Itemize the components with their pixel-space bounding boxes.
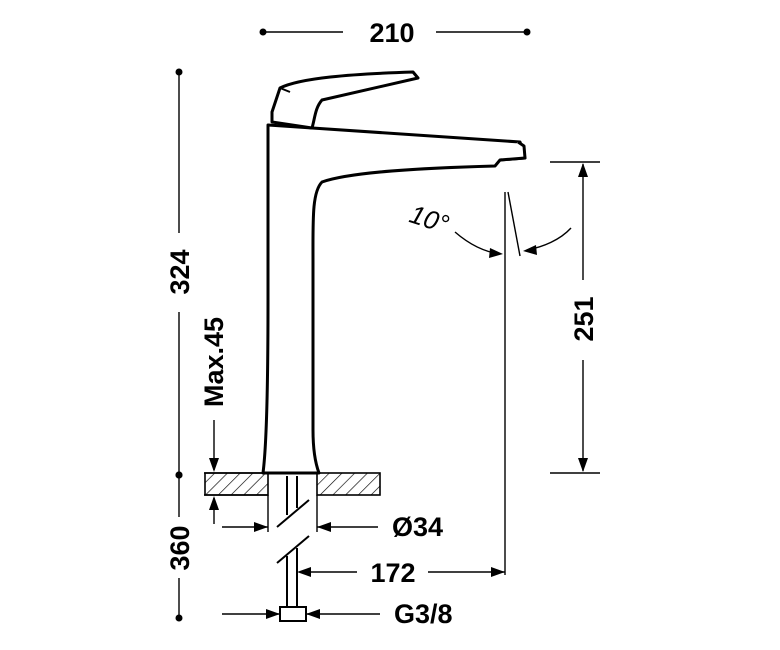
spout-height-dimension: 251 [550, 161, 600, 474]
connection-nut [279, 606, 307, 622]
hose-length-label: 360 [165, 525, 195, 570]
deck-thickness-label: Max.45 [199, 317, 229, 407]
hole-diameter-dimension: Ø34 [222, 495, 443, 542]
hose-assembly [276, 476, 310, 622]
body-height-label: 324 [165, 249, 195, 294]
countertop-right [316, 472, 381, 496]
body-height-dimension: 324 [165, 68, 195, 479]
connection-label: G3/8 [394, 599, 453, 629]
countertop-section [204, 472, 381, 496]
deck-thickness-dimension: Max.45 [199, 317, 268, 524]
connection-dimension: G3/8 [222, 599, 453, 629]
faucet-body [261, 70, 527, 475]
spout-reach-dimension: 172 [297, 558, 505, 588]
width-dimension: 210 [259, 18, 531, 48]
width-label: 210 [369, 18, 414, 48]
countertop-left [204, 472, 269, 496]
hose-length-dimension: 360 [165, 471, 195, 622]
width-dim-endpoint-right [523, 28, 531, 36]
spout-height-label: 251 [569, 296, 599, 341]
spout-reach-label: 172 [370, 558, 415, 588]
hole-diameter-label: Ø34 [392, 512, 443, 542]
angle-label: 10° [406, 199, 453, 240]
